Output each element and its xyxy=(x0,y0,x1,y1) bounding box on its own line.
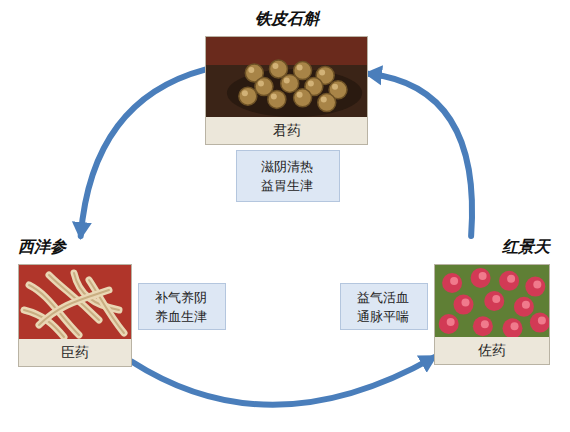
herb-photo xyxy=(435,265,549,337)
effect-text: 滋阴清热 益胃生津 xyxy=(261,157,315,195)
herb-card: 西洋参臣药 xyxy=(18,236,132,367)
cycle-arrow xyxy=(368,74,472,236)
cycle-arrow xyxy=(81,70,205,236)
herb-photo xyxy=(19,265,131,339)
herb-name: 铁皮石斛 xyxy=(205,8,368,30)
cycle-arrow xyxy=(132,357,434,405)
effect-box: 补气养阴 养血生津 xyxy=(138,283,226,330)
role-label: 君药 xyxy=(206,117,367,143)
effect-text: 益气活血 通脉平喘 xyxy=(357,288,411,326)
herb-name: 西洋参 xyxy=(18,236,132,258)
herb-frame: 臣药 xyxy=(18,264,132,367)
herb-photo xyxy=(206,37,367,117)
herb-card: 红景天佐药 xyxy=(434,236,550,365)
herb-frame: 佐药 xyxy=(434,264,550,365)
herb-name: 红景天 xyxy=(434,236,550,258)
herb-card: 铁皮石斛君药 xyxy=(205,8,368,145)
role-label: 臣药 xyxy=(19,339,131,365)
effect-text: 补气养阴 养血生津 xyxy=(155,288,209,326)
herb-frame: 君药 xyxy=(205,36,368,145)
effect-box: 益气活血 通脉平喘 xyxy=(340,283,428,330)
effect-box: 滋阴清热 益胃生津 xyxy=(236,150,340,202)
role-label: 佐药 xyxy=(435,337,549,363)
